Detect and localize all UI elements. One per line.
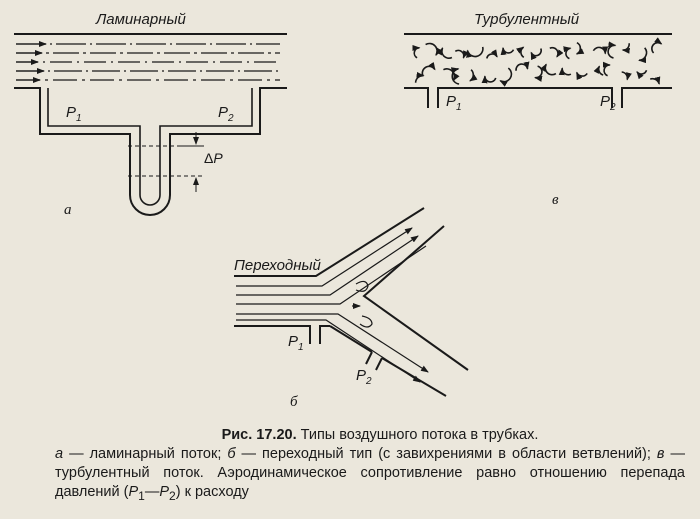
eddy-arrow: [575, 71, 588, 81]
caption-title: Типы воздушного потока в трубках.: [300, 427, 539, 443]
caption-heading: Рис. 17.20. Типы воздушного потока в тру…: [75, 426, 685, 445]
caption-label: Рис. 17.20.: [221, 427, 297, 443]
delta-p-label: ΔP: [204, 150, 223, 166]
p1-label-v: P1: [446, 93, 462, 113]
eddy-arrow: [425, 42, 443, 56]
eddy-arrow: [450, 67, 460, 85]
eddy-arrow: [602, 61, 611, 77]
p1-label-a: P1: [66, 104, 82, 124]
eddy-arrow: [481, 75, 497, 84]
panel-laminar: Ламинарный P1 P2 ΔP а: [14, 11, 287, 218]
eddy-arrow: [500, 46, 515, 56]
eddy-arrow: [515, 61, 530, 71]
p2-label-b: P2: [356, 367, 372, 387]
eddy-arrow: [558, 67, 572, 76]
p2-label-v: P2: [600, 93, 616, 113]
eddy-arrow: [486, 49, 498, 59]
eddy-arrow: [466, 46, 484, 59]
eddy-arrow: [421, 61, 436, 76]
eddy-arrow: [516, 46, 525, 58]
eddy-arrow: [575, 41, 585, 55]
eddy-arrow: [651, 37, 663, 54]
panel-transitional: Переходный P1 P2 б: [234, 207, 469, 410]
bifurcation-tube: [234, 207, 469, 397]
turbulent-eddies: [412, 37, 663, 87]
eddy-arrow: [593, 65, 604, 76]
p1-label-b: P1: [288, 333, 304, 353]
panel-b-title: Переходный: [234, 257, 321, 274]
eddy-arrow: [563, 46, 572, 60]
caption-body: а — ламинарный поток; б — переходный тип…: [55, 446, 686, 503]
eddy-arrow: [499, 67, 513, 87]
eddy-arrow: [621, 43, 631, 54]
eddy-arrow: [649, 76, 661, 85]
eddy-arrow: [530, 48, 542, 61]
turbulent-tube: [404, 33, 672, 108]
manometer-levels: [128, 132, 204, 192]
eddy-arrow: [454, 49, 469, 59]
airflow-figure: Ламинарный P1 P2 ΔP а: [14, 11, 672, 410]
eddy-arrow: [621, 71, 632, 81]
eddy-arrow: [638, 47, 648, 64]
transitional-streamlines: [236, 227, 429, 383]
eddy-arrow: [549, 46, 564, 58]
eddy-arrow: [592, 46, 609, 55]
eddy-arrow: [534, 65, 543, 82]
panel-turbulent: Турбулентный P1 P2 в: [404, 11, 672, 208]
panel-a-title: Ламинарный: [95, 11, 186, 28]
eddy-arrow: [540, 63, 557, 76]
eddy-arrow: [412, 45, 421, 59]
panel-v-letter: в: [552, 192, 559, 208]
figure-caption: Рис. 17.20. Типы воздушного потока в тру…: [55, 426, 685, 506]
eddy-arrow: [607, 41, 617, 59]
eddy-arrow: [636, 69, 648, 80]
panel-v-title: Турбулентный: [474, 11, 580, 28]
panel-a-letter: а: [64, 202, 72, 218]
panel-b-letter: б: [290, 394, 298, 410]
eddy-arrow: [436, 47, 453, 59]
p2-label-a: P2: [218, 104, 234, 124]
laminar-tube: [14, 33, 287, 216]
eddy-arrow: [469, 69, 478, 82]
laminar-streamlines: [16, 41, 280, 83]
eddy-arrow: [414, 71, 425, 83]
